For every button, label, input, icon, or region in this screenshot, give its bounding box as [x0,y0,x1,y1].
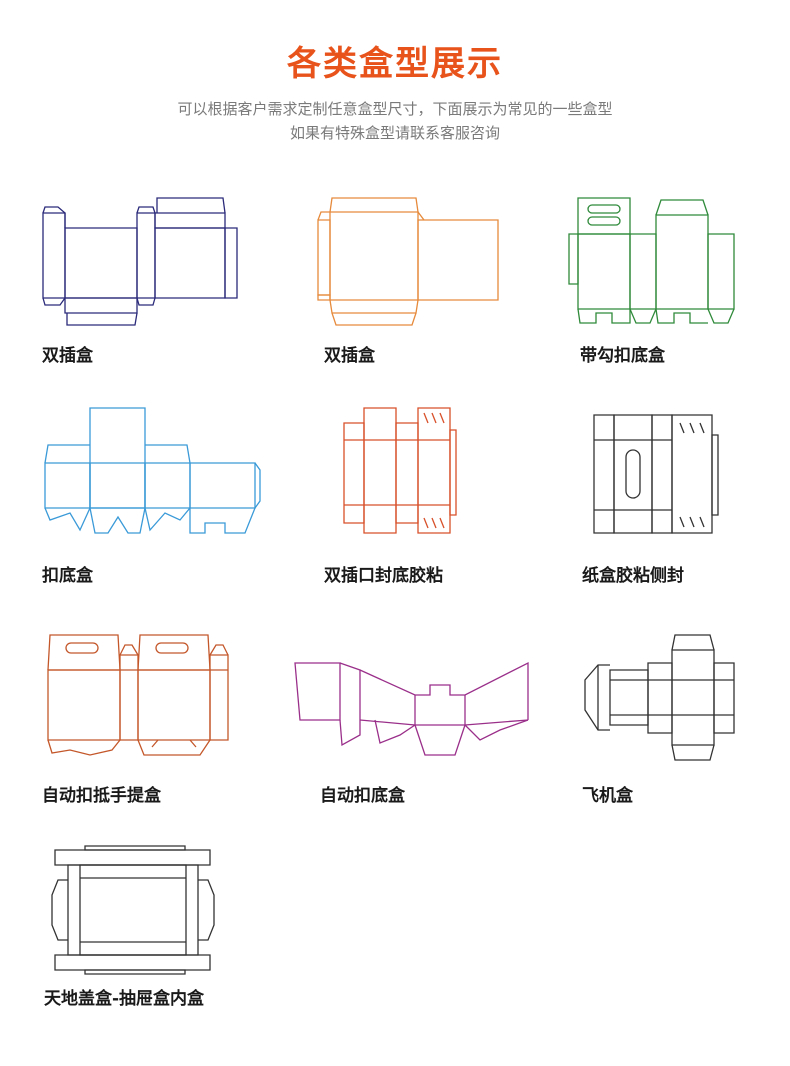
box-card: 自动扣抵手提盒 [40,625,250,806]
box-card: 双插盒 [316,195,516,366]
box-label: 自动扣底盒 [320,786,405,806]
box-label: 双插盒 [324,346,375,366]
box-label: 扣底盒 [42,566,93,586]
lid-and-base-drawer-box-dieline-icon [40,840,240,980]
box-label: 天地盖盒-抽屉盒内盒 [44,989,205,1009]
tuck-end-glued-bottom-box-dieline-icon [316,405,516,540]
page-title: 各类盒型展示 [287,44,503,84]
box-card: 带勾扣底盒 [566,195,766,366]
box-label: 双插盒 [42,346,93,366]
box-card: 天地盖盒-抽屉盒内盒 [40,840,280,1020]
box-card: 扣底盒 [40,405,260,586]
box-card: 自动扣底盒 [290,625,540,806]
hook-lock-bottom-box-dieline-icon [566,195,766,330]
box-label: 飞机盒 [582,786,633,806]
double-tuck-box-dieline-icon [40,195,240,330]
box-card: 双插盒 [40,195,240,366]
box-label: 自动扣抵手提盒 [42,786,161,806]
box-label: 双插口封底胶粘 [324,566,443,586]
box-label: 纸盒胶粘侧封 [582,566,684,586]
subtitle-line-2: 如果有特殊盒型请联系客服咨询 [289,124,500,142]
box-card: 飞机盒 [580,625,780,806]
mailer-box-dieline-icon [580,625,780,765]
double-tuck-box-dieline-icon [316,195,516,330]
box-card: 纸盒胶粘侧封 [580,405,780,586]
auto-lock-bottom-box-dieline-icon [290,625,540,765]
side-glued-carton-dieline-icon [580,405,780,540]
lock-bottom-box-dieline-icon [40,405,260,540]
auto-lock-handle-box-dieline-icon [40,625,250,765]
box-label: 带勾扣底盒 [580,346,665,366]
box-card: 双插口封底胶粘 [316,405,516,586]
subtitle-line-1: 可以根据客户需求定制任意盒型尺寸，下面展示为常见的一些盒型 [177,100,613,118]
